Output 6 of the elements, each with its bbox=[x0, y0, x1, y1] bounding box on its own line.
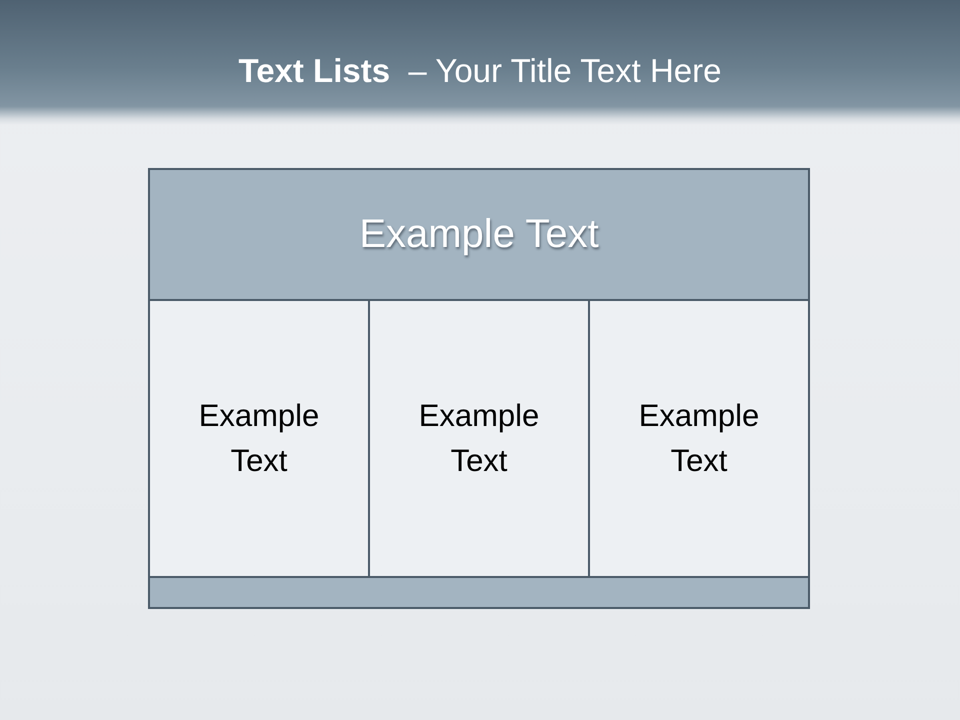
header-box: Example Text bbox=[148, 168, 810, 301]
text-box: Example Text bbox=[368, 299, 590, 578]
footer-bar bbox=[148, 576, 810, 609]
slide-title: Text Lists – Your Title Text Here bbox=[237, 52, 722, 90]
text-box: Example Text bbox=[148, 299, 370, 578]
text-box: Example Text bbox=[588, 299, 810, 578]
